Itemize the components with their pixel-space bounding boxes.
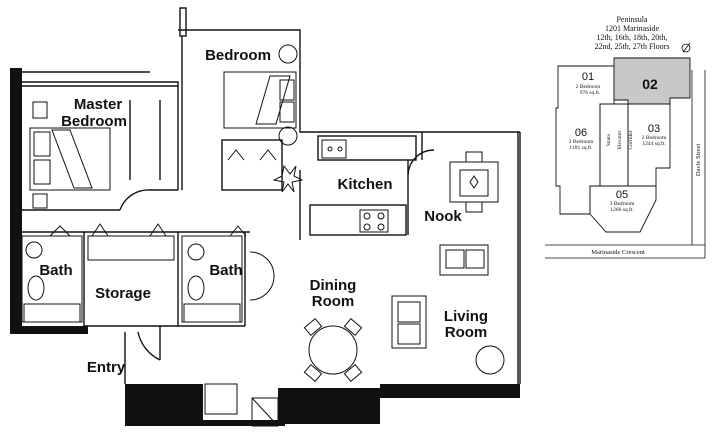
room-label-entry: Entry <box>87 359 126 376</box>
unit-02-id: 02 <box>642 76 658 92</box>
north-arrow-icon <box>681 42 691 53</box>
core-label-elevator: Elevator <box>617 131 623 150</box>
room-label-storage: Storage <box>95 285 151 302</box>
inset-header-line3: 12th, 16th, 18th, 20th, <box>597 33 668 42</box>
room-label-bedroom: Bedroom <box>205 47 271 64</box>
unit-06-area: 1181 sq.ft. <box>569 144 593 151</box>
unit-01-area: 976 sq.ft. <box>580 89 601 96</box>
exterior-walls <box>10 68 520 426</box>
unit-03-area: 1244 sq.ft. <box>642 140 666 147</box>
room-label-bath-right: Bath <box>209 262 242 279</box>
unit-03-type: 2 Bedroom <box>642 135 667 141</box>
street-label-south: Marinaside Crescent <box>591 249 645 256</box>
inset-header-line2: 1201 Marinaside <box>605 24 659 33</box>
room-labels: Master Bedroom Bedroom Kitchen Nook Bath… <box>39 47 488 376</box>
room-label-living-line2: Room <box>445 324 488 341</box>
inset-header-line4: 22nd, 25th, 27th Floors <box>595 42 670 51</box>
core-label-stairs: Stairs <box>606 134 612 147</box>
interior-walls <box>22 7 521 384</box>
unit-05-id: 05 <box>616 189 628 201</box>
unit-01-id: 01 <box>582 71 594 83</box>
unit-02-highlight <box>613 57 691 105</box>
room-label-dining-line2: Room <box>312 293 355 310</box>
room-label-living-line1: Living <box>444 308 488 325</box>
unit-05-type: 3 Bedroom <box>610 201 635 207</box>
room-label-master-bedroom-line1: Master <box>74 96 123 113</box>
unit-01-type: 2 Bedroom <box>576 84 601 90</box>
unit-06-type: 2 Bedroom <box>569 139 594 145</box>
fixtures <box>21 44 505 427</box>
unit-03-id: 03 <box>648 123 660 135</box>
room-label-dining-line1: Dining <box>310 277 357 294</box>
street-label-east: Davie Street <box>695 144 702 177</box>
unit-06-id: 06 <box>575 127 587 139</box>
inset-header-line1: Peninsula <box>616 15 648 24</box>
room-label-kitchen: Kitchen <box>337 176 392 193</box>
room-label-master-bedroom-line2: Bedroom <box>61 113 127 130</box>
unit-05-area: 1266 sq.ft. <box>610 206 634 213</box>
room-label-nook: Nook <box>424 208 462 225</box>
room-label-bath-left: Bath <box>39 262 72 279</box>
core-label-corridor: Corridor <box>628 130 634 149</box>
building-outline <box>555 65 671 233</box>
key-plan-inset: Peninsula 1201 Marinaside 12th, 16th, 18… <box>545 15 706 259</box>
